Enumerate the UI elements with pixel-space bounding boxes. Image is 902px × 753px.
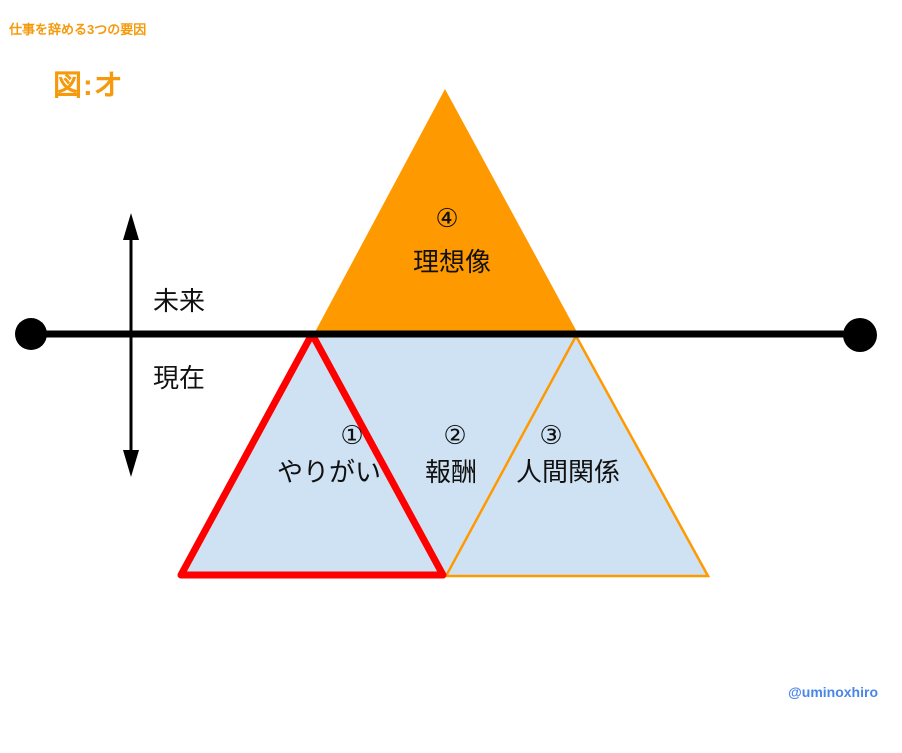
fulfillment-number: ① bbox=[340, 421, 364, 451]
ideal-label: 理想像 bbox=[412, 248, 492, 278]
future-label: 未来 bbox=[153, 287, 206, 317]
diagram-subtitle: 仕事を辞める3つの要因 bbox=[9, 22, 147, 37]
fulfillment-triangle bbox=[177, 330, 447, 579]
timeline-start-dot bbox=[15, 318, 47, 350]
relationships-triangle bbox=[443, 333, 711, 578]
relationships-label: 人間関係 bbox=[515, 458, 621, 488]
vertical-double-arrow-icon bbox=[123, 213, 139, 477]
reward-triangle bbox=[312, 334, 576, 575]
relationships-number: ③ bbox=[539, 421, 563, 451]
reward-number: ② bbox=[443, 421, 467, 451]
figure-label: 図:オ bbox=[53, 70, 124, 102]
present-label: 現在 bbox=[153, 364, 206, 394]
ideal-triangle bbox=[315, 89, 577, 332]
ideal-number: ④ bbox=[435, 204, 459, 234]
author-credit: @uminoxhiro bbox=[788, 684, 878, 700]
reward-label: 報酬 bbox=[424, 458, 478, 488]
fulfillment-label: やりがい bbox=[276, 458, 382, 488]
timeline-end-dot bbox=[843, 318, 877, 352]
